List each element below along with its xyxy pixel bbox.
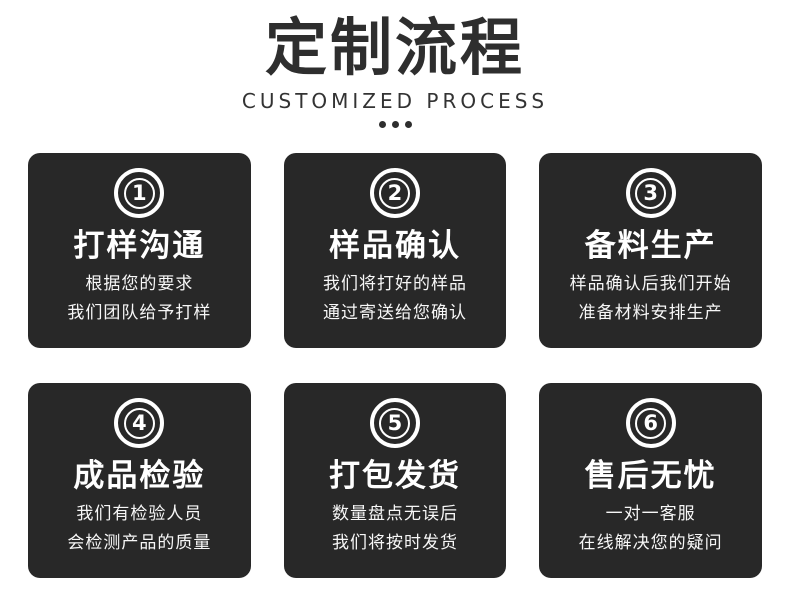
separator-dot [378, 121, 386, 128]
step-number-badge-icon: 3 [625, 168, 676, 218]
step-number: 3 [635, 177, 667, 209]
step-number-badge-icon: 2 [369, 168, 420, 218]
step-description-line: 准备材料安排生产 [578, 303, 723, 323]
step-description: 数量盘点无误后 我们将按时发货 [332, 500, 458, 558]
step-card-5: 5 打包发货 数量盘点无误后 我们将按时发货 [283, 383, 507, 578]
page-subtitle: CUSTOMIZED PROCESS [241, 89, 549, 113]
step-number: 6 [635, 407, 667, 439]
step-description-line: 我们将打好的样品 [322, 274, 467, 294]
separator-dots [0, 121, 790, 128]
step-description-line: 会检测产品的质量 [67, 533, 212, 553]
step-number-badge-icon: 5 [369, 398, 420, 448]
separator-dot [391, 121, 399, 128]
step-description-line: 我们团队给予打样 [67, 303, 212, 323]
step-description-line: 数量盘点无误后 [331, 504, 458, 524]
step-title: 打样沟通 [73, 228, 206, 264]
step-description: 样品确认后我们开始 准备材料安排生产 [570, 270, 732, 328]
header: 定制流程 CUSTOMIZED PROCESS [0, 0, 790, 128]
step-description-line: 通过寄送给您确认 [322, 303, 467, 323]
step-card-2: 2 样品确认 我们将打好的样品 通过寄送给您确认 [283, 153, 507, 348]
page-title: 定制流程 [264, 11, 525, 84]
step-card-3: 3 备料生产 样品确认后我们开始 准备材料安排生产 [539, 153, 762, 348]
step-title: 打包发货 [328, 458, 461, 494]
step-description: 我们将打好的样品 通过寄送给您确认 [323, 270, 467, 328]
step-number-badge-icon: 1 [114, 168, 165, 218]
separator-dot [404, 121, 412, 128]
step-description-line: 一对一客服 [605, 504, 696, 524]
step-description-line: 样品确认后我们开始 [569, 274, 732, 294]
step-card-1: 1 打样沟通 根据您的要求 我们团队给予打样 [28, 153, 251, 348]
step-description: 我们有检验人员 会检测产品的质量 [67, 500, 211, 558]
step-number-badge-icon: 6 [625, 398, 676, 448]
step-description-line: 我们将按时发货 [331, 533, 458, 553]
step-number: 4 [123, 407, 155, 439]
step-card-4: 4 成品检验 我们有检验人员 会检测产品的质量 [28, 383, 251, 578]
step-description: 一对一客服 在线解决您的疑问 [579, 500, 723, 558]
step-number: 2 [379, 177, 411, 209]
step-description: 根据您的要求 我们团队给予打样 [67, 270, 211, 328]
step-title: 售后无忧 [584, 458, 717, 494]
step-number-badge-icon: 4 [114, 398, 165, 448]
step-number: 1 [123, 177, 155, 209]
step-description-line: 根据您的要求 [85, 274, 194, 294]
step-card-6: 6 售后无忧 一对一客服 在线解决您的疑问 [539, 383, 762, 578]
step-title: 成品检验 [73, 458, 206, 494]
steps-grid: 1 打样沟通 根据您的要求 我们团队给予打样 2 样品确认 我们将打好的样品 通… [28, 153, 762, 578]
step-description-line: 在线解决您的疑问 [578, 533, 723, 553]
step-number: 5 [379, 407, 411, 439]
step-title: 样品确认 [328, 228, 461, 264]
step-description-line: 我们有检验人员 [76, 504, 203, 524]
step-title: 备料生产 [584, 228, 717, 264]
